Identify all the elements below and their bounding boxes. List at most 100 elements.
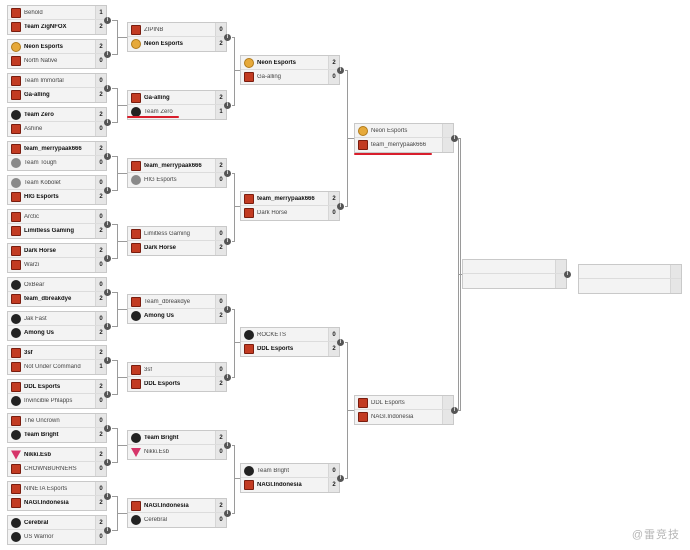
match-info-icon[interactable]: i	[224, 510, 231, 517]
bracket-match[interactable]: i	[462, 259, 571, 289]
match-info-icon[interactable]: i	[224, 374, 231, 381]
bracket-team-row[interactable]: team_merrypaak666	[355, 138, 453, 152]
match-info-icon[interactable]: i	[104, 17, 111, 24]
match-info-icon[interactable]: i	[337, 67, 344, 74]
match-info-icon[interactable]: i	[451, 407, 458, 414]
match-info-icon[interactable]: i	[224, 34, 231, 41]
match-info-icon[interactable]: i	[104, 391, 111, 398]
bracket-team-row[interactable]	[579, 265, 681, 279]
match-info-icon[interactable]: i	[104, 459, 111, 466]
match-info-icon[interactable]: i	[451, 135, 458, 142]
match-info-icon[interactable]: i	[104, 187, 111, 194]
match-info-icon[interactable]: i	[104, 85, 111, 92]
match-info-icon[interactable]: i	[224, 102, 231, 109]
bracket-match[interactable]	[578, 264, 682, 294]
match-info-icon[interactable]: i	[104, 51, 111, 58]
match-info-icon[interactable]: i	[224, 306, 231, 313]
match-info-icon[interactable]: i	[104, 221, 111, 228]
match-info-icon[interactable]: i	[104, 493, 111, 500]
match-info-icon[interactable]: i	[104, 527, 111, 534]
match-info-icon[interactable]: i	[104, 357, 111, 364]
bracket-team-row[interactable]: DDL Esports	[355, 396, 453, 410]
match-info-icon[interactable]: i	[224, 170, 231, 177]
bracket-team-row[interactable]: NAGI.Indonesia	[355, 410, 453, 424]
match-info-icon[interactable]: i	[104, 255, 111, 262]
bracket-team-row[interactable]	[463, 274, 566, 288]
bracket-team-row[interactable]	[579, 279, 681, 293]
match-info-icon[interactable]: i	[104, 119, 111, 126]
match-info-icon[interactable]: i	[564, 271, 571, 278]
match-info-icon[interactable]: i	[337, 203, 344, 210]
match-info-icon[interactable]: i	[104, 153, 111, 160]
match-info-icon[interactable]: i	[104, 323, 111, 330]
bracket-team-row[interactable]: Neon Esports	[355, 124, 453, 138]
